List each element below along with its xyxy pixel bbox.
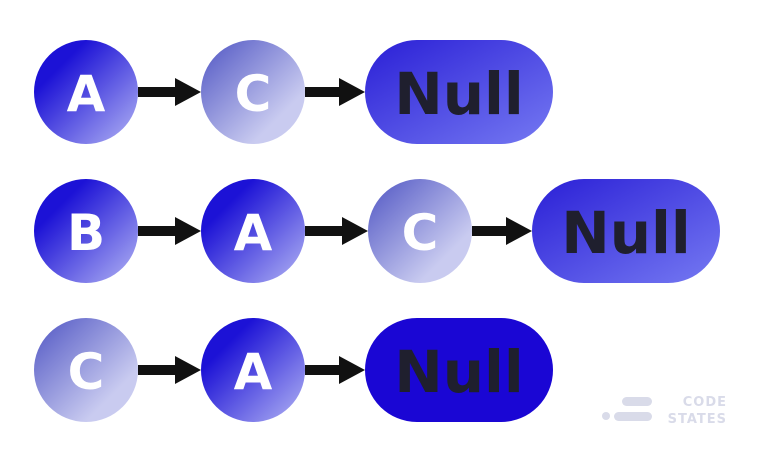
arrow-row2-1 [138, 217, 201, 245]
node-label: B [67, 204, 105, 262]
node-circle [34, 318, 138, 422]
node-circle [34, 179, 138, 283]
list-node-c: C [368, 179, 472, 283]
null-label: Null [561, 199, 691, 267]
null-pill [365, 318, 553, 422]
null-pill [365, 40, 553, 144]
code-states-watermark: CODE STATES [602, 395, 727, 427]
watermark-logo-bar-bottom [614, 412, 652, 421]
node-label: C [68, 343, 105, 401]
linked-list-row-2: B A C Null [34, 179, 720, 283]
null-terminal: Null [365, 318, 553, 422]
null-label: Null [394, 60, 524, 128]
arrow-row3-1 [138, 356, 201, 384]
watermark-logo-bar-top [622, 397, 652, 406]
node-label: C [235, 65, 272, 123]
null-terminal: Null [365, 40, 553, 144]
watermark-line1: CODE [683, 395, 727, 410]
node-label: A [234, 343, 273, 401]
node-circle [368, 179, 472, 283]
null-terminal: Null [532, 179, 720, 283]
node-circle [34, 40, 138, 144]
node-label: C [402, 204, 439, 262]
null-label: Null [394, 338, 524, 406]
linked-list-row-1: A C Null [34, 40, 553, 144]
watermark-logo-dot [602, 412, 610, 420]
list-node-b: B [34, 179, 138, 283]
node-circle [201, 40, 305, 144]
node-label: A [67, 65, 106, 123]
node-circle [201, 318, 305, 422]
null-pill [532, 179, 720, 283]
watermark-line2: STATES [668, 412, 727, 427]
list-node-c: C [201, 40, 305, 144]
arrow-row1-1 [138, 78, 201, 106]
arrow-row1-to-null [305, 78, 365, 106]
list-node-a: A [34, 40, 138, 144]
node-circle [201, 179, 305, 283]
list-node-a: A [201, 318, 305, 422]
node-label: A [234, 204, 273, 262]
list-node-a: A [201, 179, 305, 283]
arrow-row2-2 [305, 217, 368, 245]
list-node-c: C [34, 318, 138, 422]
arrow-row2-to-null [472, 217, 532, 245]
linked-list-row-3: C A Null [34, 318, 553, 422]
arrow-row3-to-null [305, 356, 365, 384]
